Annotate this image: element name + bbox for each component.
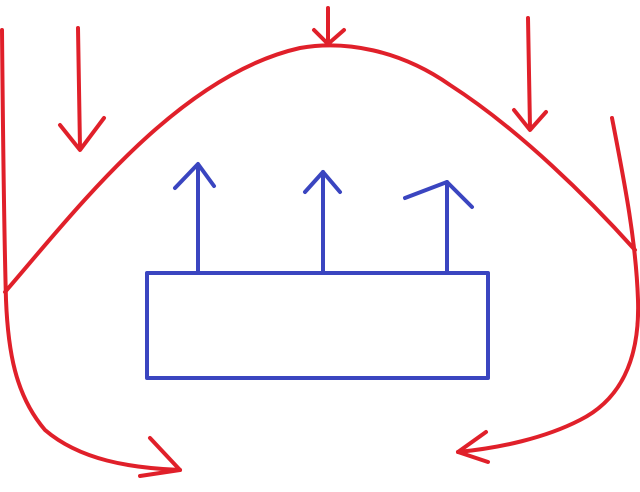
arrow-left-side-curving xyxy=(0,28,182,478)
dome-curve xyxy=(3,43,637,294)
base-box xyxy=(145,271,490,380)
arrow-down-upper-right xyxy=(512,16,548,132)
arrow-down-top-center xyxy=(312,6,346,46)
arrow-up-left xyxy=(173,162,216,274)
arrow-up-center xyxy=(303,170,342,274)
arrow-down-upper-left xyxy=(58,26,106,152)
arrow-up-right xyxy=(403,180,474,274)
arrow-right-side-curving xyxy=(456,116,640,464)
